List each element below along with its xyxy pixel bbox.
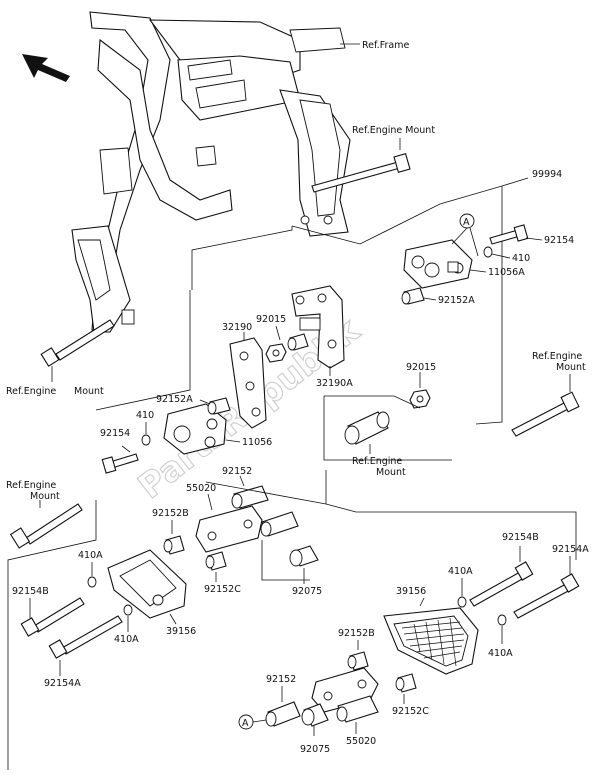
label-92152-mid: 92152: [222, 466, 252, 477]
label-55020-bottom: 55020: [346, 736, 376, 747]
label-11056a: 11056A: [488, 267, 525, 278]
frame-slider-39156-left: [107, 549, 187, 619]
label-92154a-right: 92154A: [552, 544, 589, 555]
ref-engine-mount-label-right-1: Ref.Engine: [532, 351, 582, 362]
label-92015-right: 92015: [406, 362, 436, 373]
label-11056: 11056: [242, 437, 272, 448]
direction-arrow-icon: [22, 54, 70, 82]
collar-mid: [287, 333, 309, 351]
label-410a-left: 410A: [78, 550, 103, 561]
ref-engine-mount-label-left-2: Mount: [74, 386, 104, 397]
label-92154-top: 92154: [544, 235, 574, 246]
label-410a-left2: 410A: [114, 634, 139, 645]
collar-92152b-mid: [163, 535, 185, 555]
bracket-11056a: [403, 239, 473, 289]
engine-mount-bolt-left-lower: [9, 503, 83, 549]
bolt-92154-left: [101, 453, 139, 474]
bolt-92154b-right: [469, 561, 534, 607]
collar-92152a-right: [401, 287, 425, 305]
collar-92152a-left: [207, 397, 231, 415]
label-92152a-right: 92152A: [438, 295, 475, 306]
label-39156-right: 39156: [396, 586, 426, 597]
ref-engine-mount-label-right-2: Mount: [556, 362, 586, 373]
engine-mount-spacer: [344, 411, 390, 445]
label-92075-bottom: 92075: [300, 744, 330, 755]
rubber-92075-bottom: [301, 703, 329, 727]
label-39156-left: 39156: [166, 626, 196, 637]
callout-a-bottom: A: [242, 718, 249, 729]
frame-slider-39156-right: [383, 607, 479, 675]
engine-mount-bolt-right: [511, 391, 580, 437]
label-92075-mid: 92075: [292, 586, 322, 597]
collar-92152b-bottom: [347, 651, 369, 671]
label-92152-bottom: 92152: [266, 674, 296, 685]
label-410a-right: 410A: [448, 566, 473, 577]
bolt-92154-top: [489, 224, 529, 245]
ref-frame-label: Ref.Frame: [362, 40, 409, 51]
label-410-top: 410: [512, 253, 530, 264]
label-410a-right2: 410A: [488, 648, 513, 659]
ref-engine-mount-label-mid-1: Ref.Engine: [352, 456, 402, 467]
label-92152a-left: 92152A: [156, 394, 193, 405]
ref-engine-mount-label-lower-2: Mount: [30, 491, 60, 502]
rubber-92075-mid: [289, 545, 319, 567]
label-92154b-right: 92154B: [502, 532, 539, 543]
label-92152b-bottom: 92152B: [338, 628, 375, 639]
plate-55020-bottom: [311, 667, 379, 723]
plate-55020-mid: [195, 505, 299, 553]
collar-92152c-bottom: [395, 673, 417, 693]
label-32190: 32190: [222, 322, 252, 333]
collar-92152-mid: [231, 485, 269, 509]
ref-engine-mount-label-top: Ref.Engine Mount: [352, 125, 435, 136]
label-92015-left: 92015: [256, 314, 286, 325]
frame-assembly: [71, 11, 351, 333]
bolt-92154a-right: [513, 573, 580, 619]
engine-mount-bolt-left-upper: [40, 319, 115, 367]
collar-92152c-mid: [205, 551, 227, 571]
collar-92152-bottom: [265, 701, 301, 727]
label-32190a: 32190A: [316, 378, 353, 389]
ref-engine-mount-label-mid-2: Mount: [376, 467, 406, 478]
bolt-92154b-left: [20, 597, 85, 637]
label-92152b-mid: 92152B: [152, 508, 189, 519]
ref-engine-mount-label-left-1: Ref.Engine: [6, 386, 56, 397]
engine-mount-bolt-top: [311, 152, 411, 193]
callout-a-top: A: [463, 217, 470, 228]
nut-92015-left: [265, 343, 287, 363]
label-92152c-bottom: 92152C: [392, 706, 429, 717]
label-410-left: 410: [136, 410, 154, 421]
nut-92015-right: [409, 389, 431, 409]
bracket-11056: [163, 403, 227, 455]
bracket-32190: [229, 337, 267, 429]
label-99994: 99994: [532, 169, 562, 180]
bolt-92154a-left: [48, 615, 123, 659]
label-92152c-mid: 92152C: [204, 584, 241, 595]
label-92154b-left: 92154B: [12, 586, 49, 597]
ref-engine-mount-label-lower-1: Ref.Engine: [6, 480, 56, 491]
label-55020-mid: 55020: [186, 483, 216, 494]
label-92154a-left: 92154A: [44, 678, 81, 689]
label-92154-left: 92154: [100, 428, 130, 439]
